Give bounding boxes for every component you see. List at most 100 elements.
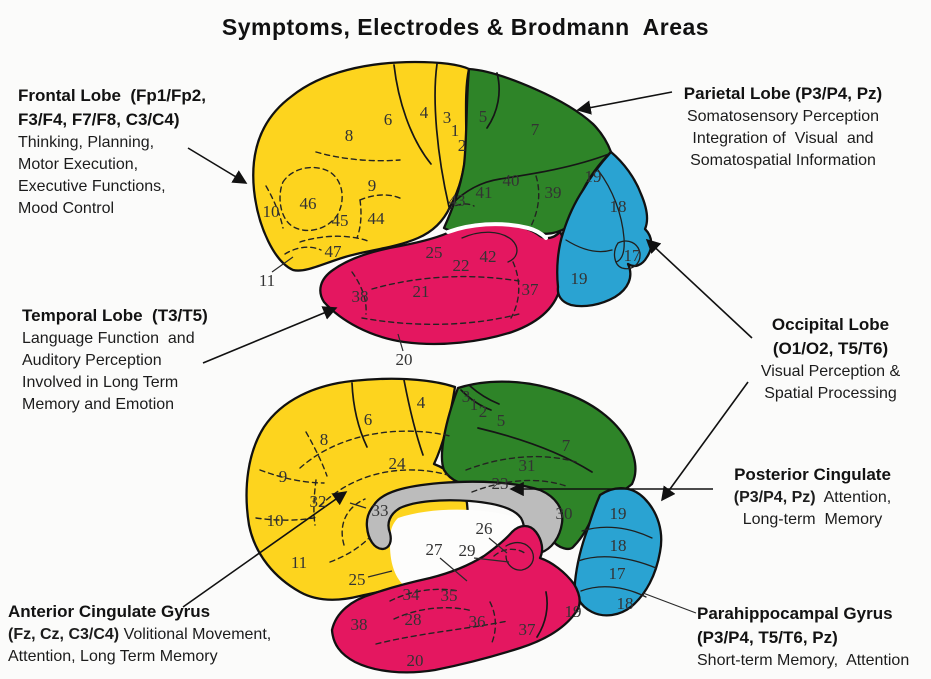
parahippocampal-body-line: Short-term Memory, Attention	[697, 652, 910, 669]
temporal-lobe-annotation: Temporal Lobe (T3/T5) Language Function …	[22, 304, 272, 416]
brodmann-area-label: 27	[426, 540, 444, 559]
brodmann-area-label: 5	[497, 411, 506, 430]
brodmann-area-label: 44	[368, 209, 386, 228]
brodmann-area-label: 22	[453, 256, 470, 275]
brodmann-area-label: 21	[413, 282, 430, 301]
area-27-leader	[439, 557, 468, 582]
parietal-arrow	[576, 91, 673, 115]
lateral-fissure	[446, 222, 548, 240]
brodmann-area-label: 17	[624, 246, 642, 265]
brodmann-area-label: 10	[263, 202, 280, 221]
brodmann-area-label: 20	[396, 350, 413, 369]
brodmann-area-label: 42	[480, 247, 497, 266]
brodmann-area-label: 7	[531, 120, 540, 139]
brodmann-area-label: 6	[384, 110, 393, 129]
brodmann-area-label: 2	[479, 402, 488, 421]
parietal-body-line: Somatosensory Perception	[686, 108, 880, 125]
brodmann-area-label: 8	[320, 430, 329, 449]
occipital-title-line-2: (O1/O2, T5/T6)	[772, 339, 889, 358]
occipital-arrow-lower	[661, 381, 749, 502]
brodmann-area-label: 25	[426, 243, 443, 262]
temporal-arrow	[202, 306, 338, 364]
brodmann-area-label: 40	[503, 171, 520, 190]
occipital-title-line-1: Occipital Lobe	[771, 315, 890, 334]
temporal-body-line: Memory and Emotion	[22, 396, 175, 413]
occipital-lobe-region-medial	[573, 487, 663, 617]
brodmann-area-label: 9	[368, 176, 377, 195]
posterior-cingulate-title: Posterior Cingulate	[734, 465, 891, 484]
brodmann-area-label: 26	[476, 519, 493, 538]
frontal-body-line: Thinking, Planning,	[18, 134, 155, 151]
brodmann-area-label: 33	[372, 501, 389, 520]
brodmann-area-label: 47	[325, 242, 343, 261]
brodmann-area-label: 9	[279, 467, 288, 486]
anterior-cingulate-title: Anterior Cingulate Gyrus	[8, 602, 211, 621]
medial-brain	[245, 377, 663, 674]
brodmann-area-label: 34	[403, 585, 421, 604]
anterior-cingulate-electrode-line: (Fz, Cz, C3/C4) Volitional Movement,	[8, 624, 318, 646]
area-29-leader	[473, 557, 510, 563]
occipital-lobe-region-lateral	[556, 150, 653, 308]
brodmann-area-label: 37	[519, 620, 537, 639]
brodmann-area-label: 3	[443, 108, 452, 127]
occipital-body-line: Visual Perception &	[760, 363, 901, 380]
frontal-title-line-2: F3/F4, F7/F8, C3/C4)	[18, 110, 180, 129]
brodmann-area-label: 20	[407, 651, 424, 670]
brodmann-area-label: 3	[462, 387, 471, 406]
brodmann-area-label: 10	[267, 511, 284, 530]
brodmann-area-label: 19	[565, 602, 582, 621]
frontal-body-line: Executive Functions,	[18, 178, 166, 195]
occipital-lobe-annotation: Occipital Lobe (O1/O2, T5/T6) Visual Per…	[738, 313, 923, 405]
posterior-cingulate-body-line: Long-term Memory	[742, 511, 883, 528]
brodmann-area-label: 25	[349, 570, 366, 589]
posterior-cingulate-annotation: Posterior Cingulate (P3/P4, Pz) Attentio…	[700, 463, 925, 531]
callout-lines	[182, 91, 753, 614]
brodmann-area-label: 17	[609, 564, 627, 583]
anterior-cingulate-body-line: Attention, Long Term Memory	[8, 648, 218, 665]
brodmann-area-label: 36	[469, 612, 486, 631]
parietal-body-line: Somatospatial Information	[690, 152, 876, 169]
brodmann-area-label: 1	[470, 395, 479, 414]
brodmann-area-label: 45	[332, 211, 349, 230]
parietal-lobe-annotation: Parietal Lobe (P3/P4, Pz) Somatosensory …	[655, 82, 911, 172]
brodmann-area-label: 19	[585, 167, 602, 186]
brodmann-area-label: 35	[441, 586, 458, 605]
brodmann-area-label: 39	[545, 183, 562, 202]
brodmann-area-label: 11	[259, 271, 275, 290]
frontal-body-line: Motor Execution,	[18, 156, 139, 173]
brodmann-area-label: 24	[389, 454, 407, 473]
frontal-title-line-1: Frontal Lobe (Fp1/Fp2,	[18, 86, 206, 105]
frontal-lobe-annotation: Frontal Lobe (Fp1/Fp2, F3/F4, F7/F8, C3/…	[18, 84, 268, 220]
area-20-leader	[397, 333, 404, 352]
area-33-leader	[349, 502, 367, 509]
brodmann-area-label: 29	[459, 541, 476, 560]
brodmann-area-label: 32	[310, 492, 327, 511]
brodmann-area-label: 28	[405, 610, 422, 629]
parahippocampal-title: Parahippocampal Gyrus	[697, 604, 893, 623]
parietal-title: Parietal Lobe (P3/P4, Pz)	[683, 84, 883, 103]
posterior-cingulate-symptom: Attention,	[815, 489, 892, 506]
brodmann-area-label: 1	[451, 121, 460, 140]
temporal-body-line: Auditory Perception	[22, 352, 162, 369]
occipital-arrow-upper	[645, 238, 753, 339]
temporal-body-line: Language Function and	[22, 330, 195, 347]
brodmann-area-label: 2	[458, 136, 467, 155]
brodmann-area-label: 4	[417, 393, 426, 412]
brodmann-area-label: 6	[364, 410, 373, 429]
anterior-cingulate-symptom: Volitional Movement,	[119, 626, 272, 643]
brodmann-area-label: 37	[522, 280, 540, 299]
frontal-body-line: Mood Control	[18, 200, 115, 217]
parahippocampal-electrodes: (P3/P4, T5/T6, Pz)	[697, 628, 838, 647]
temporal-body-line: Involved in Long Term	[22, 374, 179, 391]
parahippocampal-leader	[642, 592, 697, 614]
area-11-leader	[271, 256, 294, 273]
temporal-limbic-region-medial	[330, 524, 581, 674]
brodmann-area-label: 18	[617, 594, 634, 613]
anterior-cingulate-annotation: Anterior Cingulate Gyrus (Fz, Cz, C3/C4)…	[8, 600, 318, 668]
page-title: Symptoms, Electrodes & Brodmann Areas	[221, 14, 710, 40]
brodmann-area-label: 43	[449, 191, 466, 210]
occipital-body-line: Spatial Processing	[764, 385, 897, 402]
brodmann-area-label: 31	[519, 456, 536, 475]
